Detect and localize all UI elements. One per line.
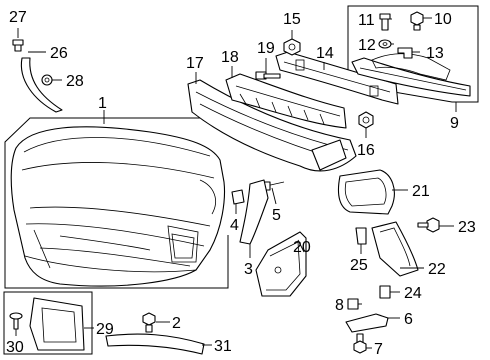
small-clip-4-drawing	[231, 189, 245, 205]
license-bracket-frame	[3, 291, 93, 355]
callout-17: 17	[186, 55, 204, 72]
reinforcement-ribs	[239, 93, 325, 125]
side-bracket-20-drawing	[255, 231, 307, 297]
callout-30: 30	[6, 339, 24, 356]
screw-30-drawing	[9, 312, 23, 330]
side-bracket-3-drawing	[239, 179, 269, 245]
washer-12-drawing	[378, 39, 392, 49]
screw-27-drawing	[12, 39, 24, 52]
callout-5: 5	[272, 207, 281, 224]
callout-20: 20	[293, 239, 311, 256]
leader-lines	[15, 17, 457, 349]
reinforcement-detail	[235, 85, 341, 117]
callout-23: 23	[458, 219, 476, 236]
callout-3: 3	[244, 261, 253, 278]
molding-drawing	[20, 57, 63, 113]
clip-24-drawing	[379, 285, 391, 299]
callout-22: 22	[428, 261, 446, 278]
callout-13: 13	[426, 45, 444, 62]
fog-lamp-bezel-inner	[344, 177, 387, 207]
push-pin-5-drawing	[263, 181, 285, 191]
bolt-7-drawing	[353, 333, 367, 354]
callout-18: 18	[221, 49, 239, 66]
callout-16: 16	[357, 142, 375, 159]
lower-molding-drawing	[105, 333, 205, 355]
callout-7: 7	[374, 341, 383, 358]
bolt-2-drawing	[142, 312, 156, 333]
callout-27: 27	[9, 9, 27, 26]
deflector-detail	[379, 227, 411, 267]
clip-13-drawing	[397, 47, 413, 59]
callout-8: 8	[335, 297, 344, 314]
side-bracket-20-hole	[274, 266, 282, 274]
side-bracket-20-detail	[266, 241, 301, 291]
bumper-cover-frame	[4, 117, 229, 289]
screw-10-drawing	[410, 11, 424, 31]
callout-21: 21	[412, 183, 430, 200]
upper-support-plate	[371, 53, 451, 81]
nut-15-drawing	[283, 38, 301, 56]
nut-8-drawing	[347, 298, 359, 310]
callout-10: 10	[434, 11, 452, 28]
callout-4: 4	[230, 217, 239, 234]
callout-24: 24	[404, 285, 422, 302]
nut-16-drawing	[358, 111, 374, 129]
callout-labels: 1 2 3 4 5 6 7 8 9 10 11 12 13 14 15 16 1…	[6, 9, 476, 358]
retainer-28-drawing	[41, 74, 53, 86]
impact-bar-end	[311, 139, 347, 171]
clip-25-drawing	[355, 227, 367, 245]
upper-support-detail	[359, 67, 467, 91]
callout-25: 25	[350, 257, 368, 274]
callout-9: 9	[450, 115, 459, 132]
callout-12: 12	[358, 37, 376, 54]
bolt-23-drawing	[417, 217, 440, 233]
callout-15: 15	[283, 11, 301, 28]
impact-bar-drawing	[187, 79, 357, 172]
energy-absorber-slot	[295, 59, 305, 71]
license-bracket-detail	[41, 307, 77, 343]
callout-11: 11	[358, 12, 375, 29]
callout-1: 1	[98, 95, 107, 112]
bumper-cover-drawing	[10, 126, 225, 287]
callout-26: 26	[50, 45, 68, 62]
lower-bracket-6-drawing	[345, 313, 389, 333]
callout-19: 19	[257, 40, 275, 57]
bolt-11-drawing	[379, 13, 391, 31]
callout-28: 28	[66, 73, 84, 90]
callout-14: 14	[316, 45, 334, 62]
energy-absorber-detail	[283, 61, 391, 93]
energy-absorber-drawing	[275, 51, 399, 105]
energy-absorber-slot	[369, 85, 379, 97]
callout-2: 2	[172, 315, 181, 332]
callout-31: 31	[214, 338, 232, 355]
deflector-drawing	[371, 221, 419, 277]
bolt-19-drawing	[255, 71, 281, 80]
callout-29: 29	[96, 321, 114, 338]
callout-6: 6	[404, 311, 413, 328]
